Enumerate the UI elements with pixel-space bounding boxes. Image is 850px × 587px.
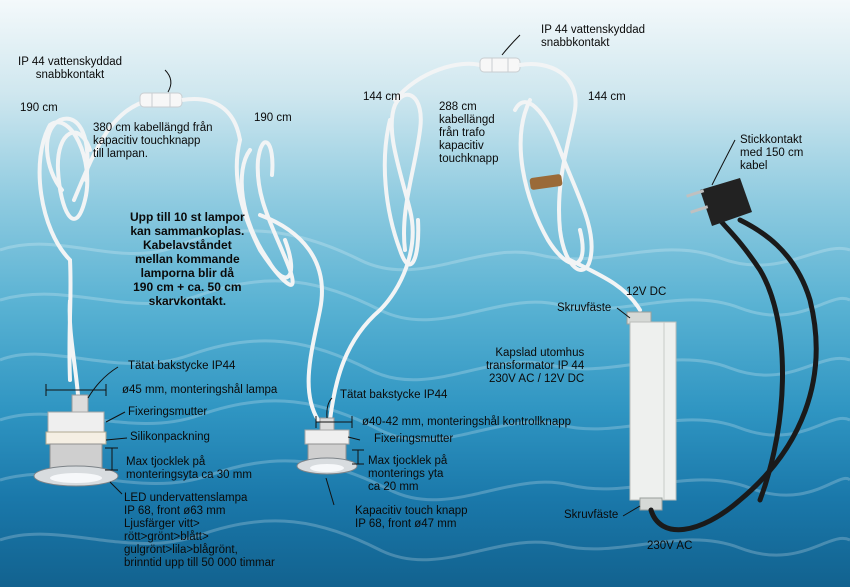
label-chain-info: Upp till 10 st lampor kan sammankoplas. … — [130, 210, 245, 308]
cable-strap — [529, 174, 563, 190]
right-cable-coil-a — [328, 61, 482, 422]
touch-knob — [296, 417, 358, 475]
left-quick-connector — [139, 92, 183, 108]
label-plug: Stickkontakt med 150 cm kabel — [740, 134, 804, 172]
label-knob-nut: Fixeringsmutter — [374, 433, 454, 445]
label-screw-mount-top: Skruvfäste — [557, 302, 612, 314]
label-connector-left: IP 44 vattenskyddad snabbkontakt — [18, 56, 122, 81]
label-cable-380: 380 cm kabellängd från kapacitiv touchkn… — [93, 122, 213, 160]
label-knob-back: Tätat bakstycke IP44 — [340, 389, 448, 401]
wall-plug — [686, 178, 752, 226]
label-length-144-left: 144 cm — [363, 91, 401, 103]
middle-cable-coil — [234, 138, 324, 422]
label-length-144-right: 144 cm — [588, 91, 626, 103]
label-connector-right: IP 44 vattenskyddad snabbkontakt — [541, 24, 645, 49]
label-transformer: Kapslad utomhus transformator IP 44 230V… — [486, 347, 585, 385]
label-lamp-gasket: Silikonpackning — [130, 431, 210, 443]
label-length-190-right: 190 cm — [254, 112, 292, 124]
power-cord — [648, 217, 819, 533]
transformer-body — [626, 311, 677, 511]
label-lamp-back: Tätat bakstycke IP44 — [128, 360, 236, 372]
right-quick-connector — [479, 57, 521, 73]
label-lamp-nut: Fixeringsmutter — [128, 406, 208, 418]
label-length-190-left: 190 cm — [20, 102, 58, 114]
callout-lines — [45, 34, 736, 517]
label-knob-thickness: Max tjocklek på monterings yta ca 20 mm — [368, 455, 448, 493]
cable-to-middle-coil — [181, 97, 242, 141]
label-12v-dc: 12V DC — [626, 286, 667, 298]
lamp-cable — [67, 299, 80, 396]
label-cable-288: 288 cm kabellängd från trafo kapacitiv t… — [439, 101, 499, 165]
label-knob-description: Kapacitiv touch knapp IP 68, front ø47 m… — [355, 505, 468, 530]
led-lamp — [33, 394, 119, 487]
label-230v-ac: 230V AC — [647, 540, 693, 552]
label-screw-mount-bottom: Skruvfäste — [564, 509, 619, 521]
left-cable-coil — [37, 98, 152, 382]
label-lamp-diameter: ø45 mm, monteringshål lampa — [122, 384, 278, 396]
label-lamp-thickness: Max tjocklek på monteringsyta ca 30 mm — [126, 456, 252, 481]
label-knob-diameter: ø40-42 mm, monteringshål kontrollknapp — [362, 416, 572, 428]
label-lamp-description: LED undervattenslampa IP 68, front ø63 m… — [124, 492, 275, 569]
right-cable-coil-b — [513, 62, 642, 312]
